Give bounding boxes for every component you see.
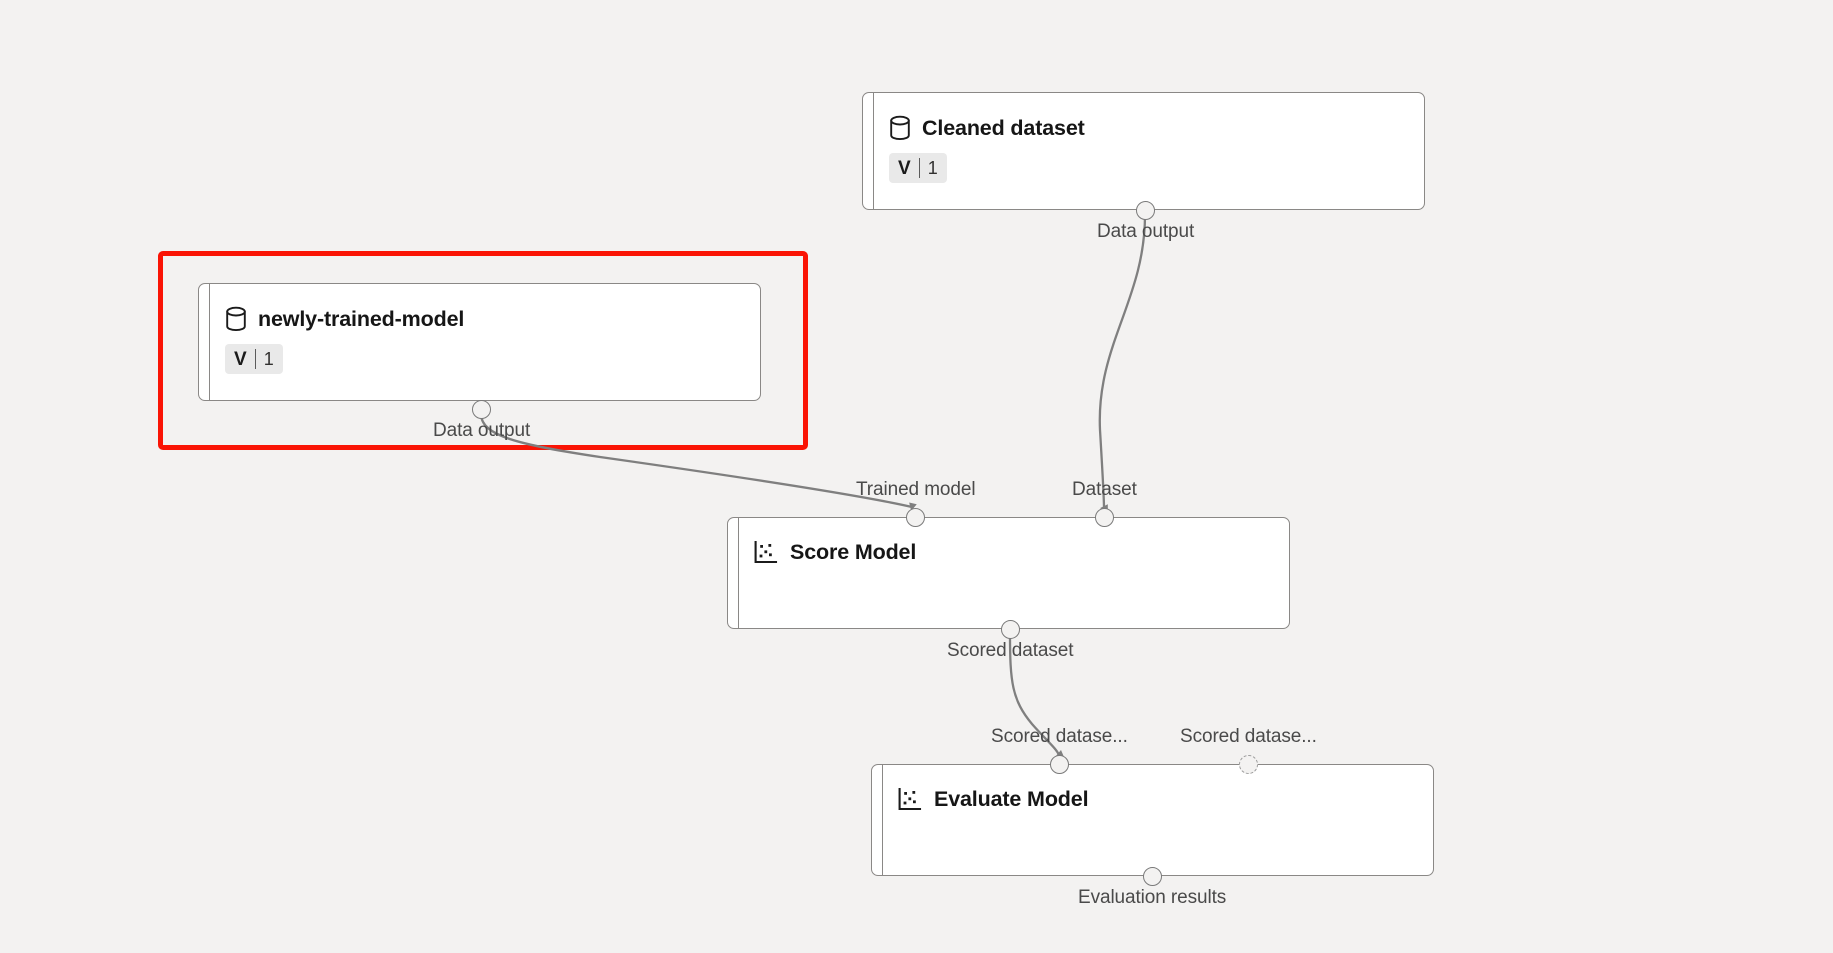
port-output-evaluation-results[interactable] (1142, 866, 1162, 886)
node-accent-bar (882, 765, 883, 875)
version-letter: V (898, 157, 911, 179)
version-number: 1 (927, 158, 938, 178)
port-label: Scored dataset (947, 640, 1074, 661)
database-icon (889, 115, 911, 141)
version-letter: V (234, 348, 247, 370)
node-evaluate-model[interactable]: Evaluate Model (871, 764, 1434, 876)
port-input-trained-model[interactable] (905, 507, 925, 527)
version-separator (918, 158, 920, 178)
port-label: Data output (433, 420, 531, 441)
node-body: Score Model (754, 518, 1279, 628)
version-number: 1 (263, 349, 274, 369)
node-accent-bar (873, 93, 874, 209)
node-body: Evaluate Model (898, 765, 1423, 875)
node-header: Cleaned dataset (889, 115, 1085, 141)
node-title: Evaluate Model (934, 787, 1089, 811)
node-accent-bar (209, 284, 210, 400)
port-input-scored-datase[interactable] (1238, 754, 1258, 774)
node-header: Evaluate Model (898, 787, 1089, 812)
node-title: Cleaned dataset (922, 115, 1085, 140)
port-input-scored-datase[interactable] (1049, 754, 1069, 774)
port-output-data-output[interactable] (471, 399, 491, 419)
node-accent-bar (738, 518, 739, 628)
port-label: Data output (1097, 221, 1195, 242)
node-title: newly-trained-model (258, 306, 465, 331)
version-separator (254, 349, 256, 369)
port-label: Dataset (1072, 479, 1137, 500)
database-icon (225, 306, 247, 332)
node-header: newly-trained-model (225, 306, 464, 332)
scatter-plot-icon (898, 788, 923, 811)
node-title: Score Model (790, 540, 917, 564)
port-label: Trained model (856, 479, 976, 500)
port-label: Evaluation results (1078, 887, 1227, 908)
edge-cleaned-to-score-dataset[interactable] (1098, 213, 1147, 512)
port-output-data-output[interactable] (1135, 200, 1155, 220)
scatter-plot-icon (754, 541, 779, 564)
port-output-scored-dataset[interactable] (1000, 619, 1020, 639)
node-header: Score Model (754, 540, 916, 565)
port-input-dataset[interactable] (1094, 507, 1114, 527)
port-label: Scored datase... (1180, 726, 1317, 747)
port-label: Scored datase... (991, 726, 1128, 747)
node-score-model[interactable]: Score Model (727, 517, 1290, 629)
